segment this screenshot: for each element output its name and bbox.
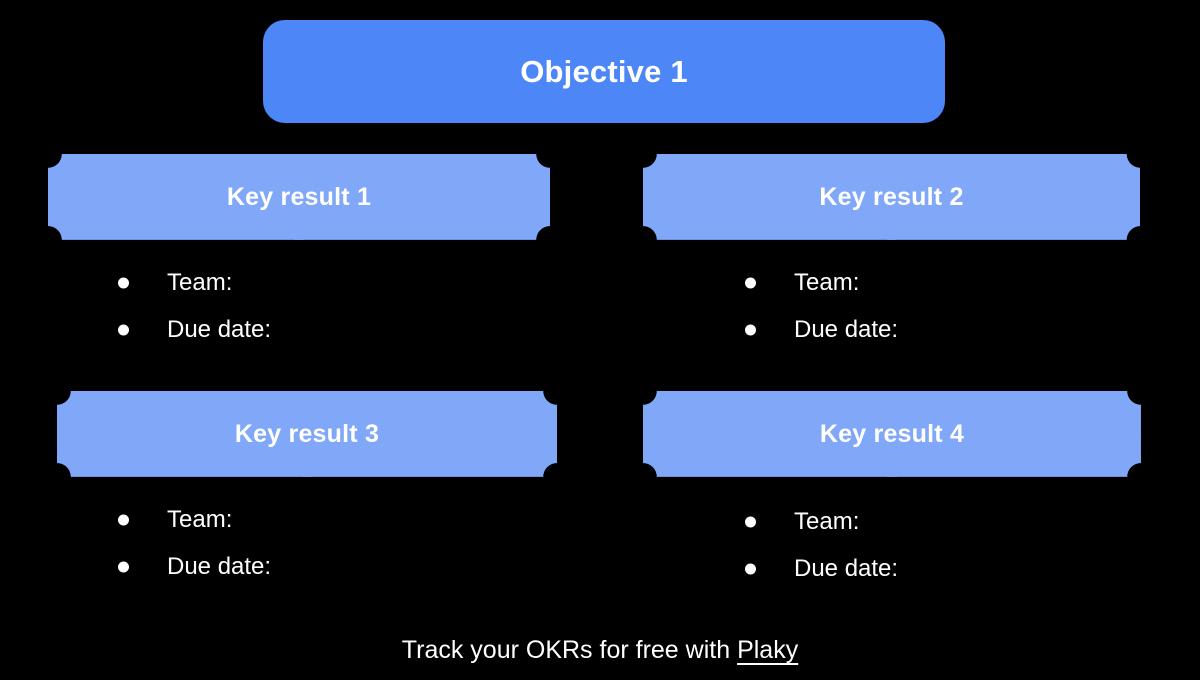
objective-title: Objective 1 [520, 53, 688, 89]
key-result-2-due-date-label: Due date: [745, 315, 898, 345]
key-result-4-box: Key result 4 [643, 391, 1141, 477]
key-result-3-team-label: Team: [118, 505, 271, 535]
key-result-3-due-date-label: Due date: [118, 552, 271, 582]
plaky-link[interactable]: Plaky [737, 636, 799, 664]
key-result-4-due-date-label: Due date: [745, 554, 898, 584]
key-result-2-title: Key result 2 [819, 182, 964, 211]
key-result-4-details: Team: Due date: [745, 507, 898, 601]
key-result-1-title: Key result 1 [226, 182, 372, 211]
footer-text: Track your OKRs for free with [401, 636, 738, 664]
key-result-4-team-label: Team: [745, 507, 898, 537]
objective-box: Objective 1 [263, 20, 945, 123]
key-result-3-title: Key result 3 [234, 419, 380, 448]
key-result-1-details: Team: Due date: [118, 268, 271, 362]
key-result-2-team-label: Team: [745, 268, 898, 298]
key-result-1-box: Key result 1 [48, 154, 550, 240]
key-result-3-box: Key result 3 [57, 391, 557, 477]
key-result-2-box: Key result 2 [643, 154, 1140, 240]
key-result-3-details: Team: Due date: [118, 505, 271, 599]
key-result-1-team-label: Team: [118, 268, 271, 298]
footer-note: Track your OKRs for free with Plaky [0, 634, 1200, 666]
key-result-4-title: Key result 4 [819, 419, 965, 448]
key-result-2-details: Team: Due date: [745, 268, 898, 362]
key-result-1-due-date-label: Due date: [118, 315, 271, 345]
